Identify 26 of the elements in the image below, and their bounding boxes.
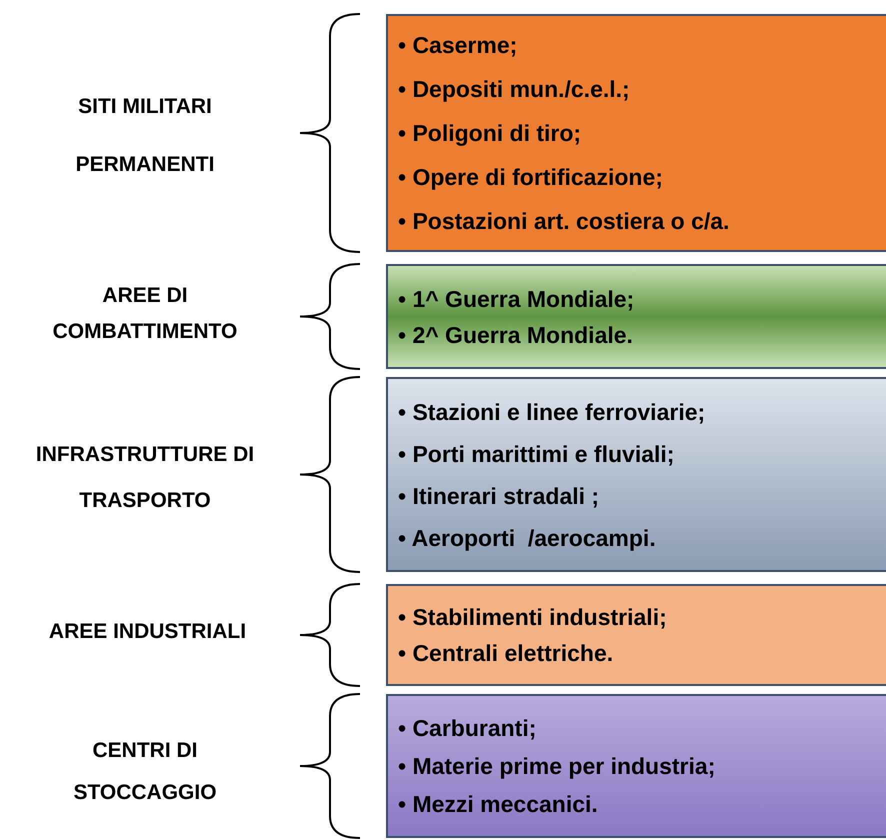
list-item: • Carburanti; <box>398 714 538 743</box>
list-item: • 1^ Guerra Mondiale; <box>398 284 636 314</box>
list-item: • Poligoni di tiro; <box>398 119 582 148</box>
list-item: • Caserme; <box>398 31 518 60</box>
category-label: CENTRI DI STOCCAGGIO <box>72 738 218 806</box>
list-item: • Depositi mun./c.e.l.; <box>398 75 631 104</box>
list-item: • Stabilimenti industriali; <box>398 603 668 632</box>
list-item: • Postazioni art. costiera o c/a. <box>398 207 730 236</box>
list-item: • Porti marittimi e fluviali; <box>398 440 676 468</box>
list-item: • Mezzi meccanici. <box>398 790 599 819</box>
category-label: INFRASTRUTTURE DI TRASPORTO <box>34 442 256 514</box>
category-label: SITI MILITARI PERMANENTI <box>74 94 216 178</box>
category-label: AREE INDUSTRIALI <box>48 619 248 645</box>
list-item: • Itinerari stradali ; <box>398 482 600 510</box>
list-box <box>386 584 886 686</box>
list-box <box>386 694 886 838</box>
list-item: • Aeroporti /aerocampi. <box>398 524 657 553</box>
category-label: AREE DI COMBATTIMENTO <box>52 283 238 345</box>
list-box <box>386 264 886 369</box>
list-box <box>386 14 886 252</box>
list-item: • Stazioni e linee ferroviarie; <box>398 398 706 426</box>
list-box <box>386 377 886 572</box>
list-item: • 2^ Guerra Mondiale. <box>398 320 634 350</box>
list-item: • Materie prime per industria; <box>398 752 716 781</box>
list-item: • Centrali elettriche. <box>398 639 614 668</box>
list-item: • Opere di fortificazione; <box>398 163 664 192</box>
